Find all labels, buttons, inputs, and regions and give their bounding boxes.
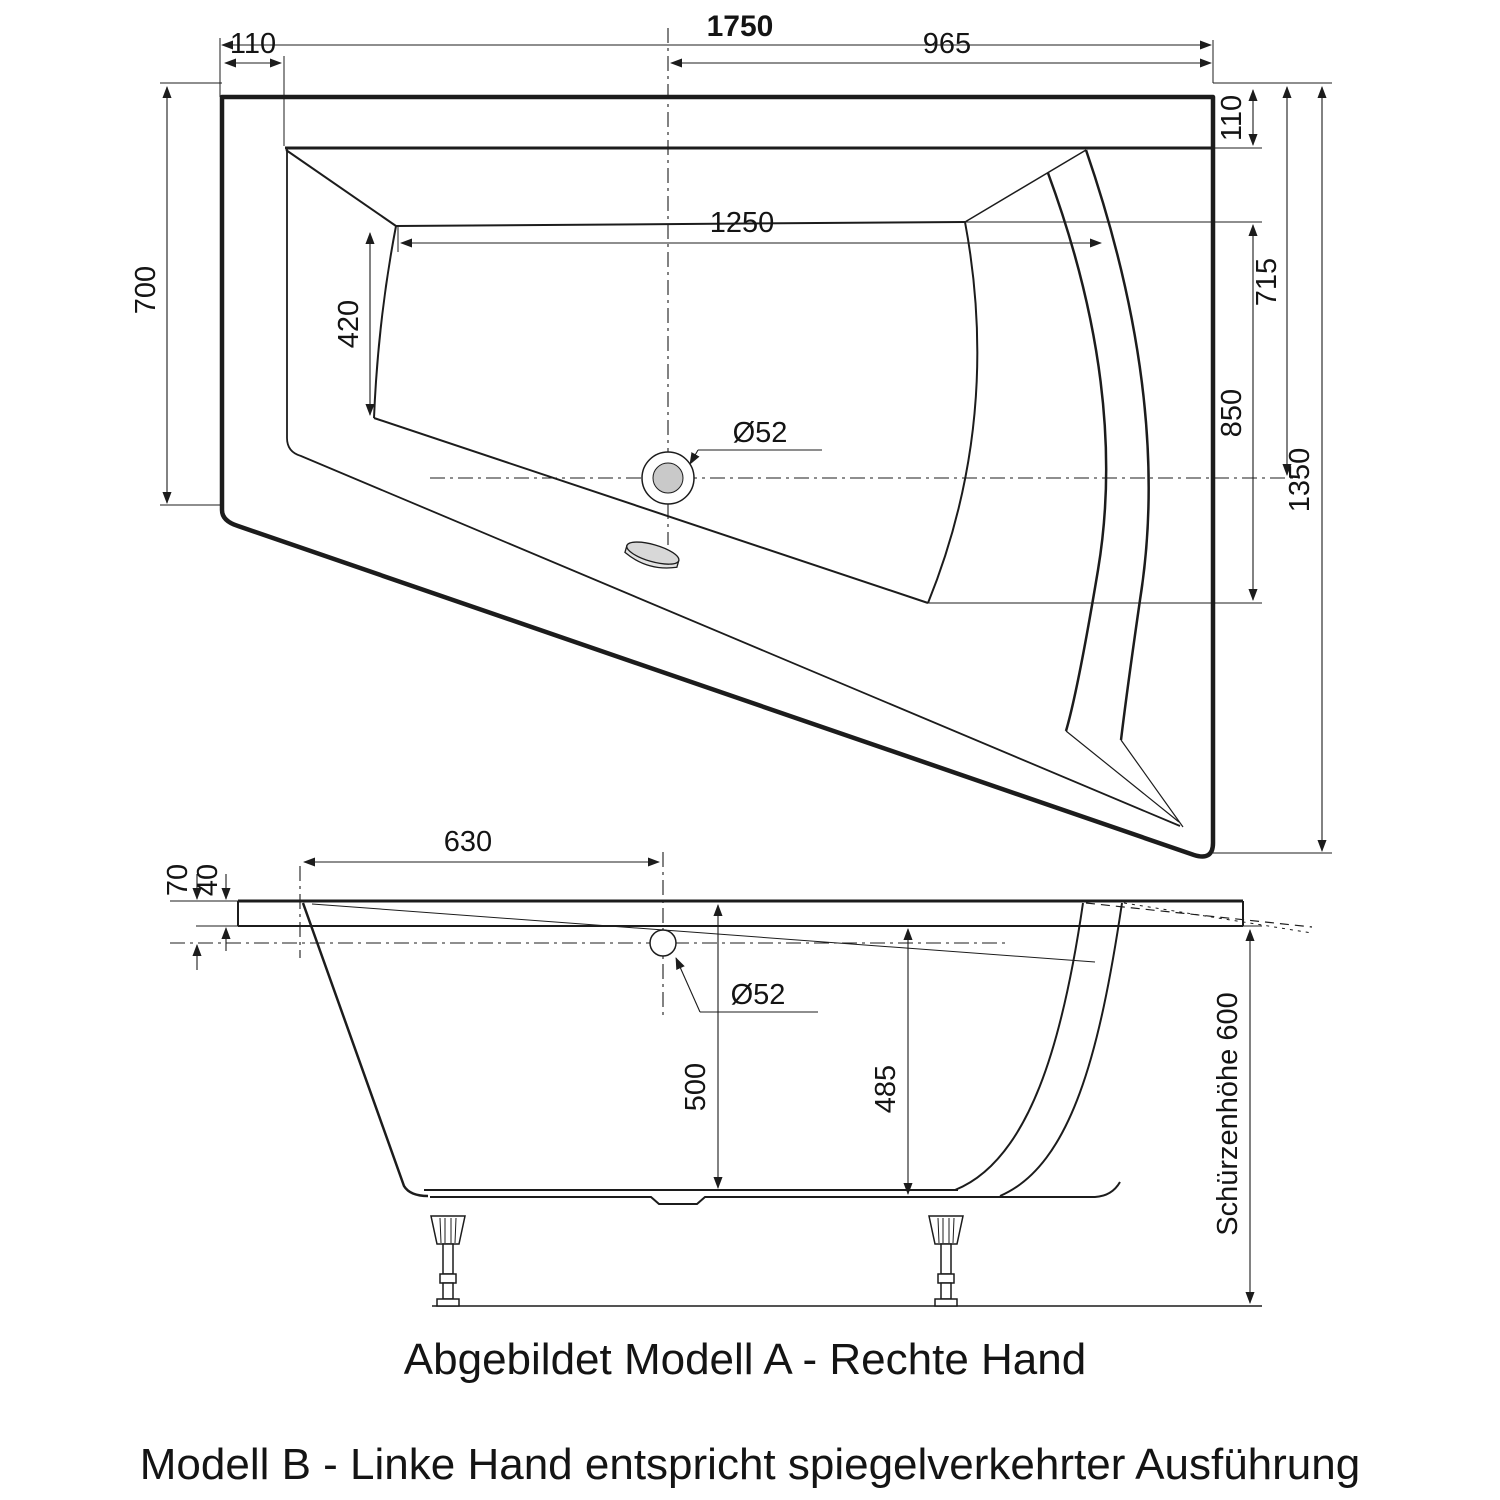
dim-offset-left: 110 xyxy=(230,28,276,60)
well-top-edge xyxy=(395,221,966,227)
side-view: 630 70 40 500 485 Schürzenhöhe 600 Ø52 xyxy=(162,826,1313,1307)
foot-right xyxy=(928,1215,964,1307)
dim-drain-offset: 630 xyxy=(444,826,492,858)
dim-depth-rear: 485 xyxy=(870,1065,902,1113)
top-view-dimensions: 1750 110 965 700 1250 420 110 715 850 13… xyxy=(130,10,1327,852)
dim-deck-thickness: 40 xyxy=(192,864,224,896)
left-wall-slope xyxy=(301,902,429,1198)
drain-icon xyxy=(641,451,695,505)
dim-inner-right-lower: 850 xyxy=(1216,389,1248,437)
dim-inner-width-left: 420 xyxy=(333,300,365,348)
hidden-edge-dashed xyxy=(1085,902,1313,928)
dim-rim-edge-height: 70 xyxy=(162,864,194,896)
side-drain-icon xyxy=(649,929,677,957)
seat-arc-outer xyxy=(1084,149,1150,741)
seat-arc-inner xyxy=(1046,172,1108,732)
well-right-edge xyxy=(927,221,979,604)
base-plate-line xyxy=(430,1181,1121,1205)
deck-chamfer-right xyxy=(964,149,1087,223)
seat-back-outer-curve xyxy=(999,902,1123,1197)
caption-model-b: Modell B - Linke Hand entspricht spiegel… xyxy=(140,1440,1360,1489)
deck-chamfer-left xyxy=(285,149,397,227)
dim-depth-center: 500 xyxy=(680,1063,712,1111)
seat-arc-outer-closure xyxy=(1120,739,1184,828)
overflow-icon xyxy=(624,541,680,569)
dim-side-left: 700 xyxy=(130,266,162,314)
dim-center-to-right: 965 xyxy=(923,28,971,60)
tub-outer-outline xyxy=(219,94,1216,859)
well-left-edge xyxy=(373,225,397,419)
top-view: 1750 110 965 700 1250 420 110 715 850 13… xyxy=(130,10,1332,859)
far-rim-diagonal xyxy=(311,903,1096,963)
seat-back-inner-curve xyxy=(954,902,1084,1191)
dim-total-height: 1350 xyxy=(1284,448,1316,513)
dim-offset-right: 110 xyxy=(1216,95,1248,141)
dim-apron-height: Schürzenhöhe 600 xyxy=(1212,992,1244,1235)
dim-total-width: 1750 xyxy=(707,10,774,43)
caption-model-a: Abgebildet Modell A - Rechte Hand xyxy=(404,1335,1086,1384)
well-bottom-edge xyxy=(373,417,929,604)
dim-drain-top: Ø52 xyxy=(733,417,788,449)
dim-drain-side: Ø52 xyxy=(731,979,786,1011)
hidden-edge-dotted xyxy=(1123,902,1313,934)
dim-inner-right-upper: 715 xyxy=(1251,258,1283,306)
side-view-dimensions: 630 70 40 500 485 Schürzenhöhe 600 Ø52 xyxy=(162,826,1255,1304)
foot-left xyxy=(430,1215,466,1307)
seat-arc-inner-closure xyxy=(1065,730,1180,823)
rim-inner-left-diagonal xyxy=(286,148,1181,827)
dim-inner-length: 1250 xyxy=(710,207,775,239)
